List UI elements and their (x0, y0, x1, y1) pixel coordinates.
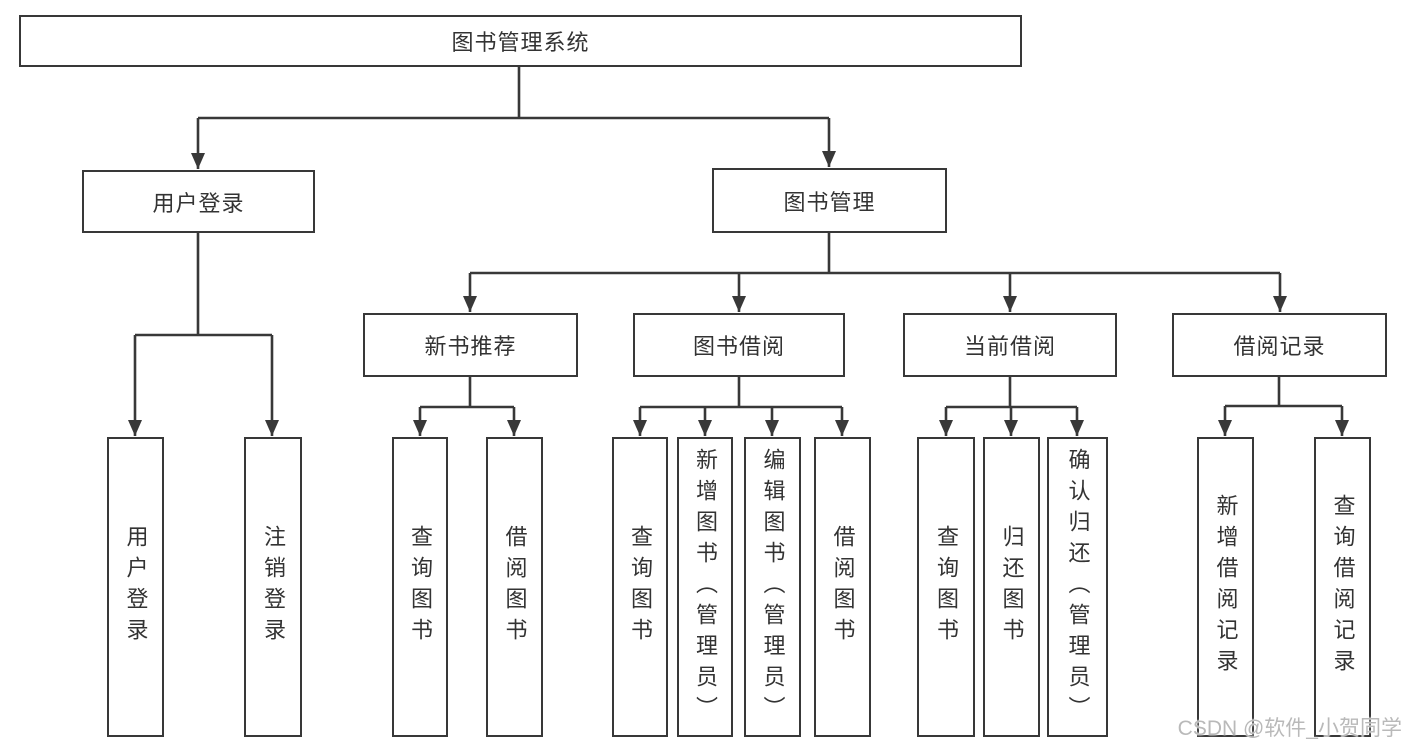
node-label: 查询图书 (934, 525, 959, 649)
node-label: 新增图书（管理员） (693, 447, 718, 727)
node-root: 图书管理系统 (19, 15, 1022, 67)
connector-currentborrow-to-leaves (946, 377, 1077, 409)
node-label: 查询图书 (628, 525, 653, 649)
node-label: 借阅图书 (830, 525, 856, 649)
leaf-query-books-borrow: 查询图书 (612, 437, 668, 737)
node-label: 归还图书 (999, 525, 1025, 649)
arrowheads (128, 118, 1349, 436)
connector-root-to-level2 (198, 66, 829, 120)
node-label: 图书管理 (783, 189, 876, 215)
node-label: 用户登录 (152, 190, 245, 216)
node-borrow-records: 借阅记录 (1172, 313, 1387, 377)
node-label: 借阅记录 (1233, 334, 1326, 359)
node-label: 注销登录 (261, 525, 286, 649)
connector-bookmgmt-to-level3 (470, 233, 1280, 275)
leaf-logout: 注销登录 (244, 437, 302, 737)
connector-newbook-to-leaves (420, 377, 514, 409)
node-user-login: 用户登录 (82, 170, 315, 233)
connector-userlogin-to-leaves (135, 233, 272, 337)
leaf-borrow-books-recommend: 借阅图书 (486, 437, 543, 737)
node-label: 新增借阅记录 (1213, 494, 1239, 680)
node-current-borrow: 当前借阅 (903, 313, 1117, 377)
node-new-book-recommend: 新书推荐 (363, 313, 578, 377)
csdn-watermark: CSDN @软件_小贺同学 (1177, 717, 1402, 740)
connector-borrowrecords-to-leaves (1225, 377, 1342, 408)
node-label: 当前借阅 (963, 334, 1056, 359)
leaf-query-borrow-record: 查询借阅记录 (1314, 437, 1371, 737)
leaf-query-books-current: 查询图书 (917, 437, 975, 737)
node-label: 新书推荐 (424, 334, 517, 359)
leaf-confirm-return-admin: 确认归还（管理员） (1047, 437, 1108, 737)
node-label: 编辑图书（管理员） (760, 447, 786, 727)
leaf-query-books-recommend: 查询图书 (392, 437, 448, 737)
node-label: 图书借阅 (692, 334, 785, 359)
node-label: 图书管理系统 (451, 30, 590, 55)
node-label: 查询图书 (408, 525, 433, 649)
node-book-borrow: 图书借阅 (633, 313, 845, 377)
node-label: 用户登录 (123, 525, 149, 649)
node-label: 查询借阅记录 (1330, 494, 1356, 680)
leaf-borrow-books: 借阅图书 (814, 437, 871, 737)
connector-bookborrow-to-leaves (640, 377, 842, 409)
leaf-add-book-admin: 新增图书（管理员） (677, 437, 733, 737)
node-book-management: 图书管理 (712, 168, 947, 233)
leaf-return-books: 归还图书 (983, 437, 1040, 737)
leaf-user-login: 用户登录 (107, 437, 164, 737)
node-label: 借阅图书 (502, 525, 528, 649)
node-label: 确认归还（管理员） (1065, 447, 1091, 727)
leaf-edit-book-admin: 编辑图书（管理员） (744, 437, 801, 737)
leaf-add-borrow-record: 新增借阅记录 (1197, 437, 1254, 737)
